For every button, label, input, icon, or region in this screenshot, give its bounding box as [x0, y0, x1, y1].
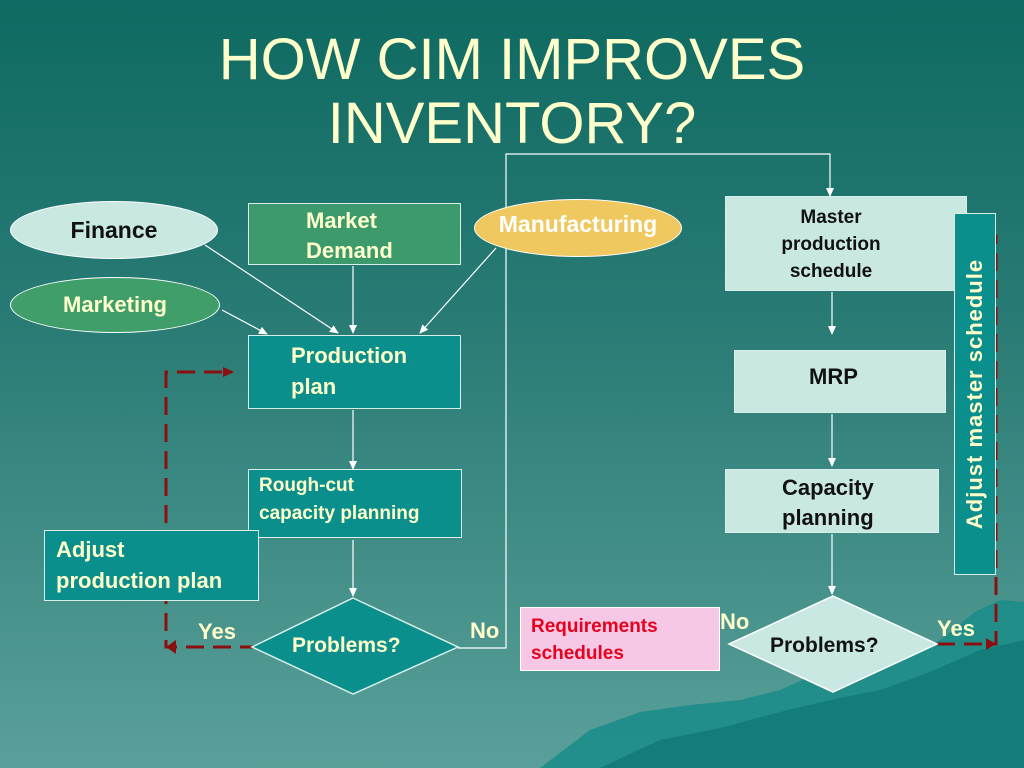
rough-cut-line-2: capacity planning [259, 503, 420, 524]
capacity-line-2: planning [782, 505, 874, 530]
adjust-production-line-1: Adjust [56, 537, 125, 562]
arrow-marketing-to-plan [221, 309, 268, 335]
finance-node: Finance [10, 201, 218, 259]
mrp-node: MRP [734, 350, 946, 413]
arrow-finance-to-plan [204, 244, 339, 334]
capacity-planning-node: Capacity planning [725, 469, 939, 533]
dashed-arrow-head-left [166, 640, 176, 654]
capacity-line-1: Capacity [782, 475, 874, 500]
mps-line-1: Master [800, 207, 862, 228]
finance-label: Finance [70, 216, 158, 243]
arrow-no-to-mps [458, 153, 834, 649]
market-demand-line-1: Market [306, 208, 377, 233]
mps-line-3: schedule [789, 261, 873, 282]
yes-label-left: Yes [198, 619, 236, 644]
adjust-master-schedule-label: Adjust master schedule [962, 258, 987, 530]
problems-left-label: Problems? [292, 634, 401, 657]
marketing-node: Marketing [10, 277, 220, 333]
requirements-line-2: schedules [531, 643, 624, 664]
market-demand-node: Market Demand [248, 203, 461, 265]
production-plan-line-1: Production [291, 343, 408, 368]
marketing-label: Marketing [63, 292, 167, 317]
adjust-production-line-2: production plan [56, 568, 223, 593]
rough-cut-line-1: Rough-cut [259, 475, 354, 496]
manufacturing-label: Manufacturing [498, 210, 658, 237]
adjust-master-schedule-node: Adjust master schedule [954, 213, 996, 575]
dashed-arrow-head-right [986, 638, 996, 650]
no-label-right: No [720, 609, 750, 634]
dashed-arrow-yes-to-plan [164, 367, 258, 649]
problems-diamond-left [250, 597, 460, 695]
page-title: HOW CIM IMPROVES INVENTORY? [0, 28, 1024, 156]
mrp-label: MRP [809, 364, 858, 389]
yes-label-right: Yes [937, 616, 975, 641]
rough-cut-node: Rough-cut capacity planning [248, 469, 462, 538]
title-line-1: HOW CIM IMPROVES [218, 27, 806, 92]
requirements-schedules-node: Requirements schedules [520, 607, 720, 671]
manufacturing-node: Manufacturing [474, 199, 682, 257]
mps-line-2: production [781, 234, 881, 255]
title-line-2: INVENTORY? [327, 91, 697, 156]
adjust-production-plan-node: Adjust production plan [44, 530, 259, 601]
problems-right-label: Problems? [770, 634, 879, 657]
arrow-manufacturing-to-plan [419, 247, 497, 334]
problems-diamond-right [727, 595, 939, 693]
market-demand-line-2: Demand [306, 238, 393, 263]
no-label-left: No [470, 618, 500, 643]
production-plan-line-2: plan [291, 374, 337, 399]
requirements-line-1: Requirements [531, 616, 658, 637]
production-plan-node: Production plan [248, 335, 461, 409]
master-production-schedule-node: Master production schedule [725, 196, 967, 291]
